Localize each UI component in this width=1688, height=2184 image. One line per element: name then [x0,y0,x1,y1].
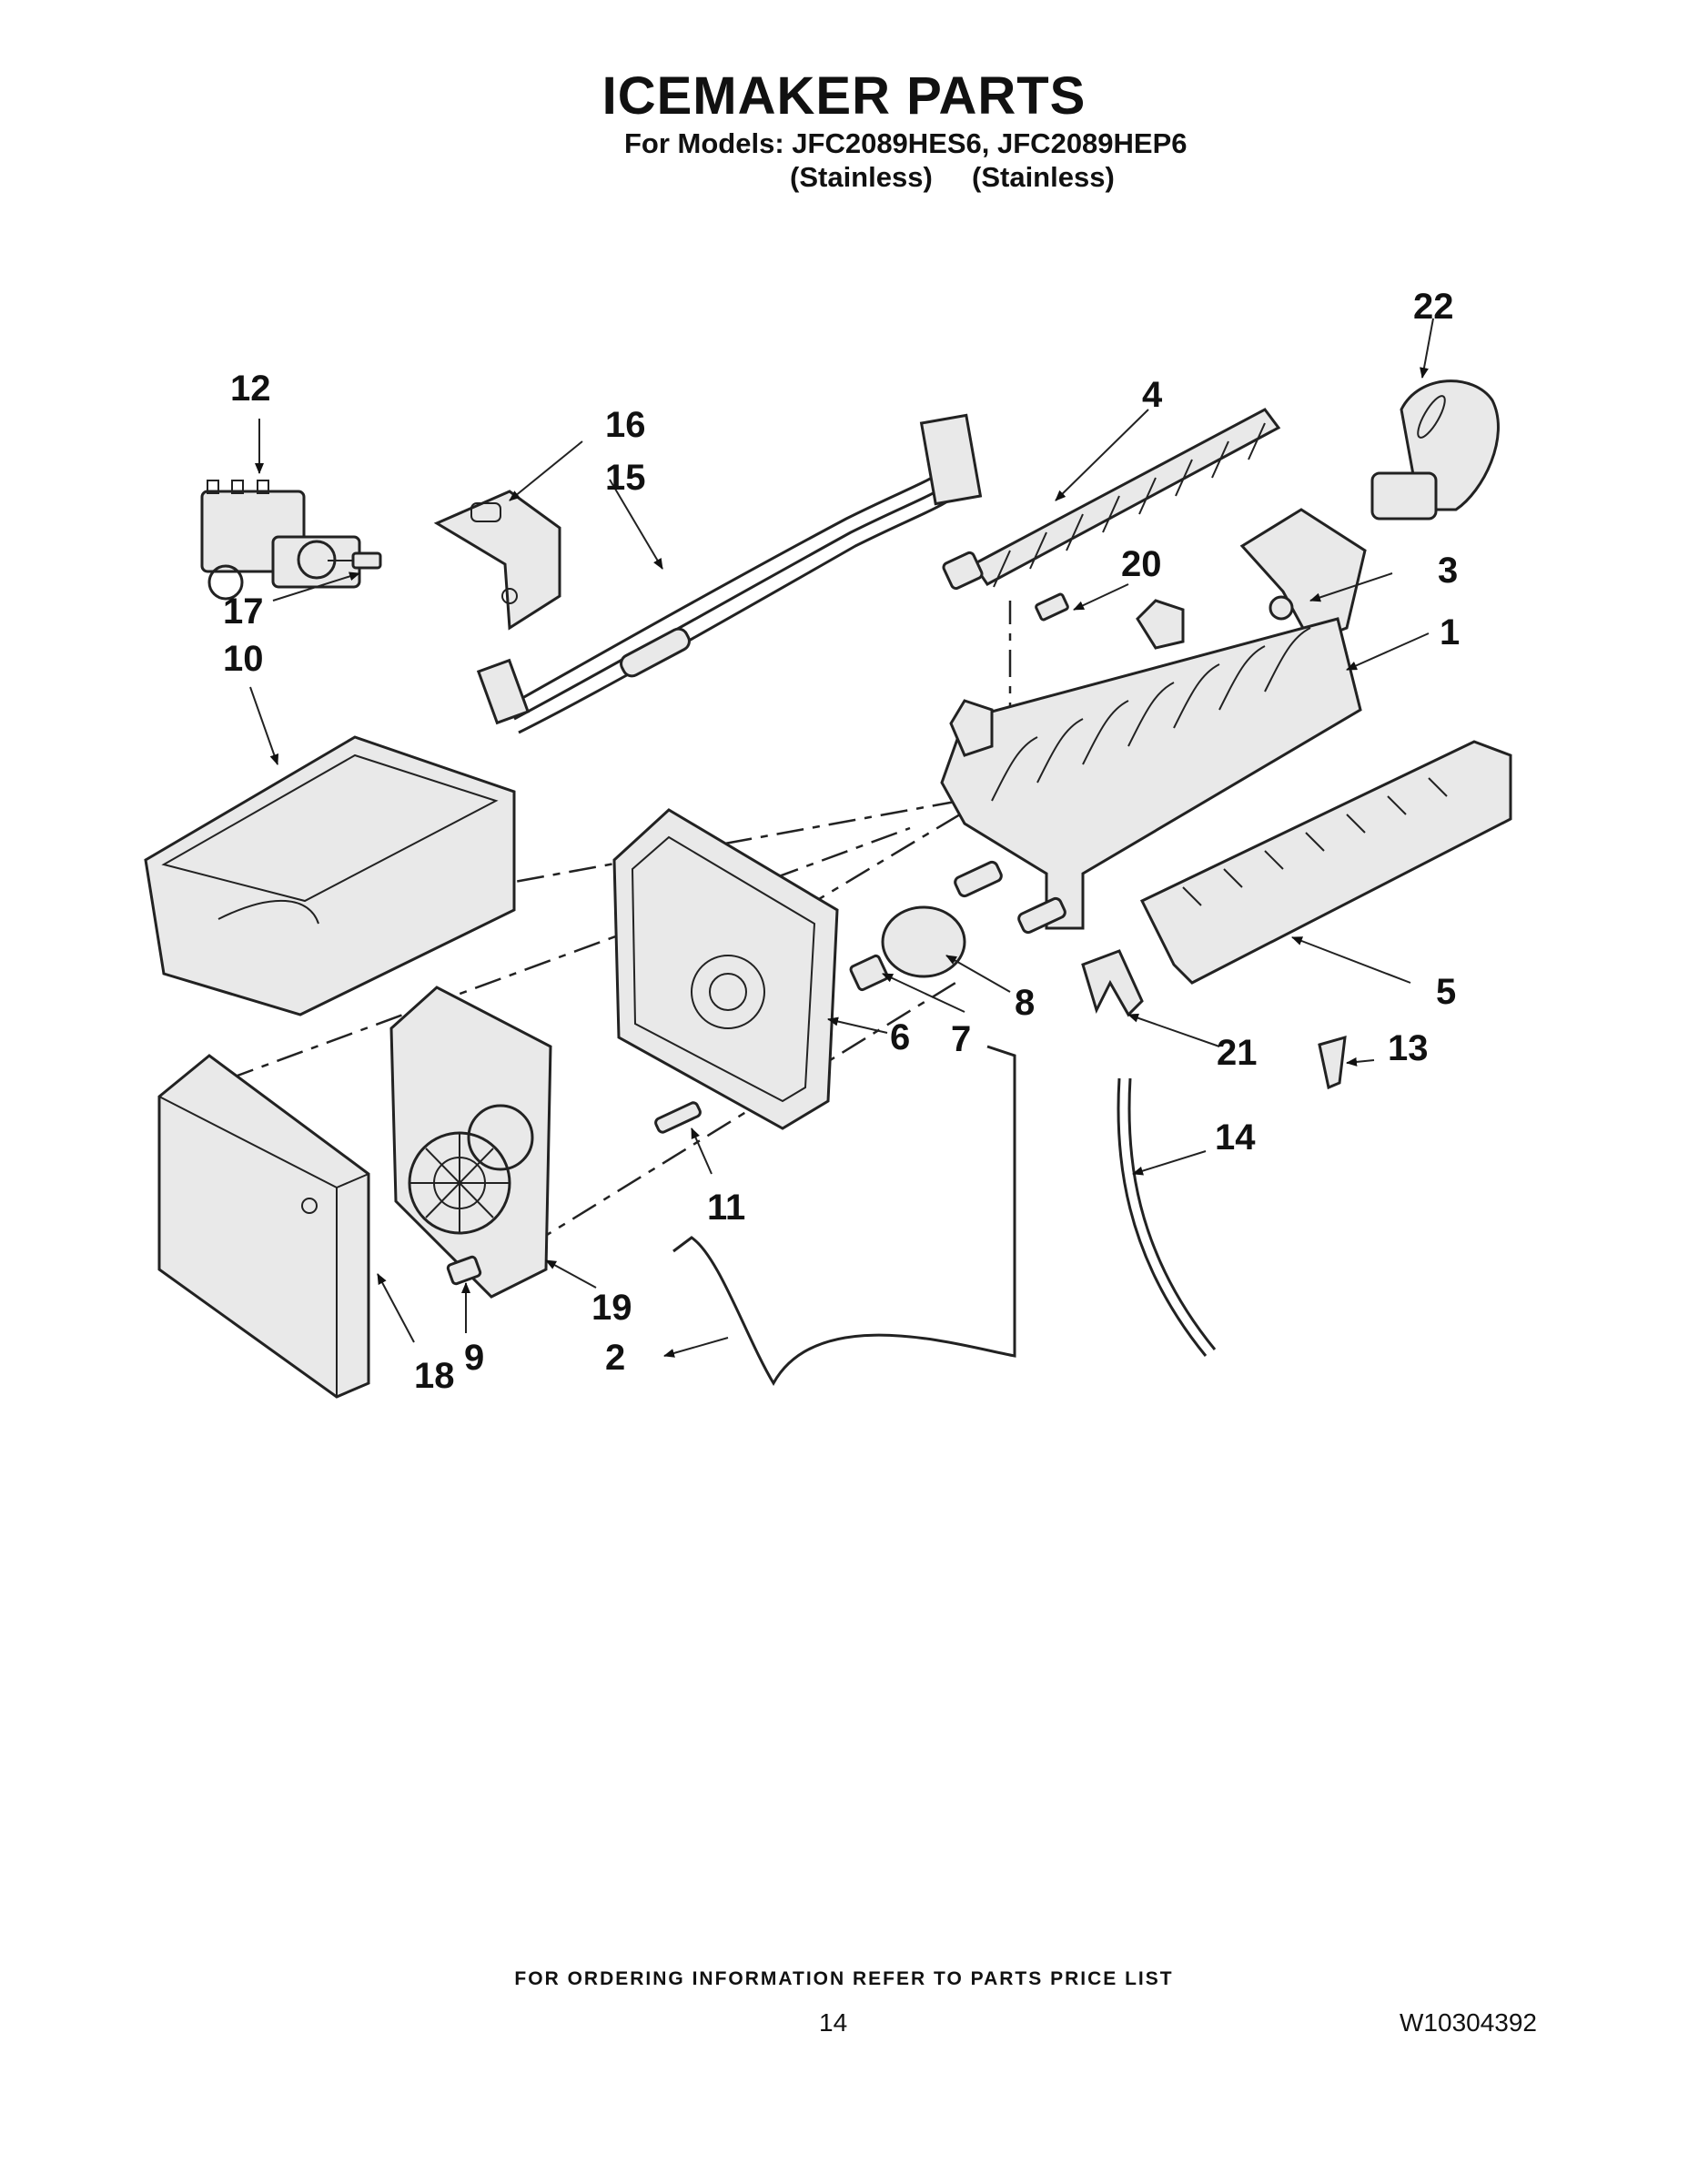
callout-18: 18 [414,1356,455,1396]
ejector-part [942,408,1281,591]
finish-label-1: (Stainless) [790,161,933,193]
callout-7: 7 [951,1019,971,1059]
document-number: W10304392 [1400,2008,1538,2037]
cover-part-18 [157,1054,370,1399]
page-title: ICEMAKER PARTS [601,66,1087,126]
screw-part-9 [446,1255,482,1286]
cover-part-22 [1370,379,1500,521]
housing-part [612,808,839,1130]
ordering-note: FOR ORDERING INFORMATION REFER TO PARTS … [514,1968,1174,1989]
ice-bucket-part [144,735,516,1016]
page-number: 14 [819,2008,848,2037]
callout-15: 15 [605,458,646,498]
stripper-part [1139,740,1512,985]
motor-part [881,860,1066,978]
callout-1: 1 [1440,612,1460,652]
wire-harness-part [476,413,983,734]
callout-20: 20 [1121,544,1162,584]
plug-part-13 [1318,1035,1347,1090]
screw-part-20 [1035,592,1069,622]
callout-14: 14 [1215,1117,1256,1158]
callout-4: 4 [1142,375,1163,415]
callout-3: 3 [1438,551,1458,591]
callout-16: 16 [605,405,646,445]
callout-12: 12 [230,369,271,409]
shutoff-arm-part [672,1045,1016,1386]
callout-2: 2 [605,1338,625,1378]
mold-part [940,599,1362,930]
callout-10: 10 [223,639,264,679]
callout-19: 19 [591,1288,632,1328]
callout-5: 5 [1436,972,1456,1012]
screw-part-11 [654,1101,702,1134]
callout-leaders [249,318,1434,1358]
callout-11: 11 [707,1188,745,1228]
callout-8: 8 [1015,983,1035,1023]
clip-part-21 [1081,949,1144,1017]
models-line: For Models: JFC2089HES6, JFC2089HEP6 [624,127,1188,159]
callout-6: 6 [890,1017,910,1057]
callout-21: 21 [1217,1033,1258,1073]
callout-22: 22 [1413,287,1454,327]
bracket-part-16 [433,490,561,631]
screw-part-17 [328,551,382,570]
finish-label-2: (Stainless) [972,161,1115,193]
callout-13: 13 [1388,1028,1429,1068]
callout-9: 9 [464,1338,484,1378]
bearing-part-3 [1239,508,1367,643]
callout-numbers: 1 2 3 4 5 6 7 8 9 10 11 12 13 14 15 16 1… [223,287,1460,1396]
fill-tube-part [1117,1077,1217,1357]
callout-17: 17 [223,592,264,632]
switch-part-7 [849,954,889,992]
control-module-part [389,986,552,1299]
